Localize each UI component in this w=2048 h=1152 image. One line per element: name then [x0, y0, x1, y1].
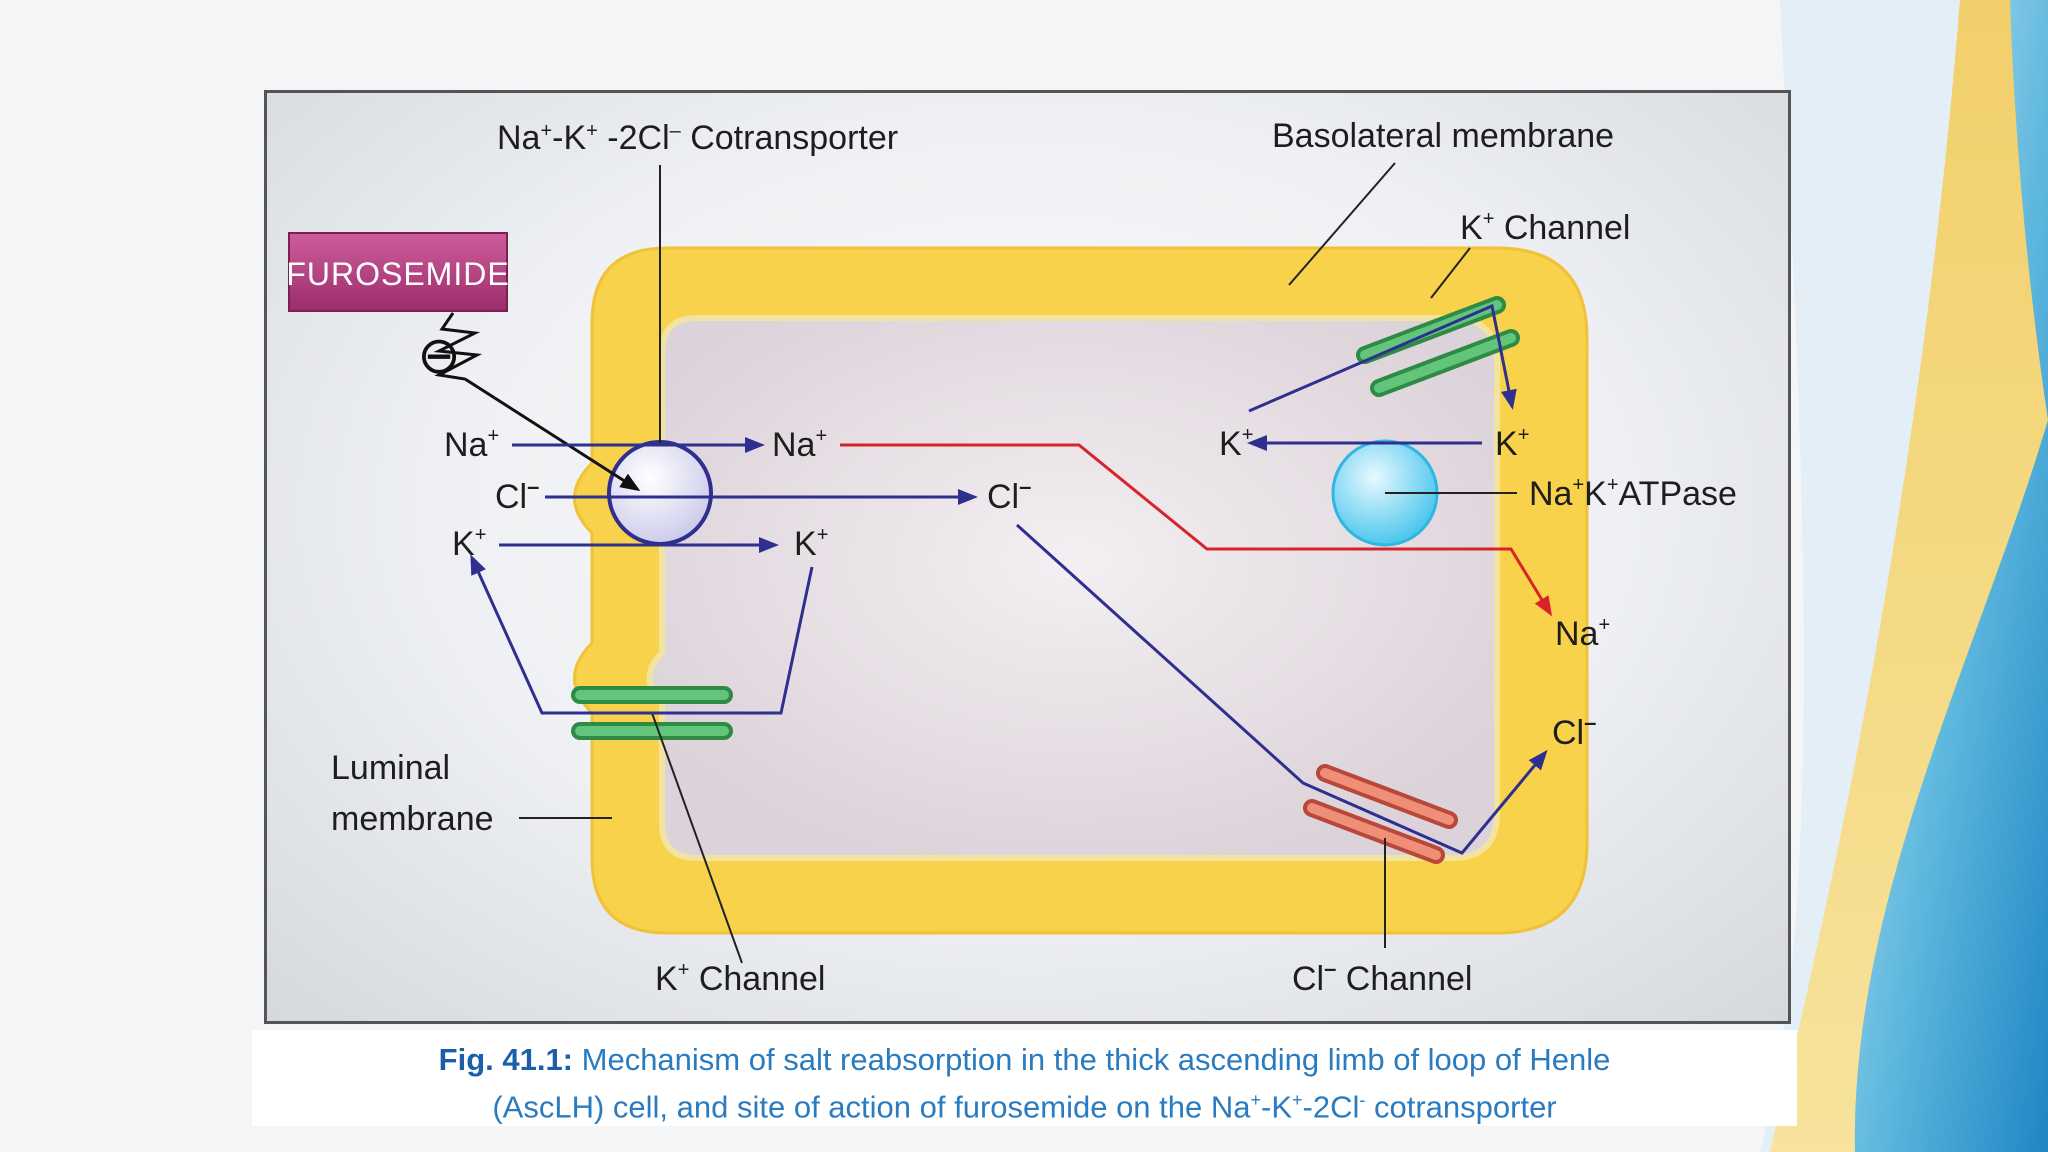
k-channel-bottom-label: K+ Channel: [655, 959, 825, 998]
k-channel-luminal: [571, 686, 733, 740]
na-k-2cl-cotransporter: [607, 440, 713, 546]
k-cell-label: K+: [794, 524, 828, 563]
luminal-membrane-label-line2: membrane: [331, 800, 494, 838]
k-in-label: K+: [452, 524, 486, 563]
basolateral-membrane-label: Basolateral membrane: [1272, 117, 1614, 155]
cl-exit-arrow: [1015, 523, 1548, 855]
furosemide-box: [288, 232, 508, 312]
leader-lines: [519, 162, 1517, 964]
na-cell-label: Na+: [772, 425, 827, 464]
cl-in-label: Cl–: [495, 474, 539, 516]
cotransporter-label: Na+-K+ -2Cl– Cotransporter: [497, 119, 898, 157]
k-channel-top-label: K+ Channel: [1460, 208, 1630, 247]
k-basolateral-recycle-arrow: [1248, 303, 1517, 413]
transport-diagram: FUROSEMIDE ⊖ Na+-K+ -2Cl– Cotransporter …: [286, 117, 1737, 998]
k-recycle-arrow: [470, 554, 814, 715]
na-exit-arrow: [840, 443, 1553, 617]
figure-number: Fig. 41.1:: [438, 1042, 574, 1077]
figure-caption: Fig. 41.1: Mechanism of salt reabsorptio…: [252, 1030, 1797, 1126]
k-pump-right-label: K+: [1495, 424, 1529, 463]
cl-cell-label: Cl–: [987, 474, 1031, 516]
cl-channel: [1303, 764, 1458, 864]
slide-wave-blue: [1854, 0, 2048, 1152]
caption-line-1: Fig. 41.1: Mechanism of salt reabsorptio…: [252, 1040, 1797, 1080]
blue-transport-arrows: [470, 303, 1548, 855]
furosemide-label: FUROSEMIDE: [286, 256, 509, 292]
luminal-membrane-label-line1: Luminal: [331, 749, 450, 787]
cl-out-label: Cl–: [1552, 710, 1596, 752]
na-in-label: Na+: [444, 425, 499, 464]
k-pump-left-label: K+: [1219, 424, 1253, 463]
cell-cytoplasm: [646, 315, 1500, 861]
cl-channel-label: Cl– Channel: [1292, 956, 1472, 998]
atpase-label: Na+K+ATPase: [1529, 474, 1737, 513]
caption-line1-text: Mechanism of salt reabsorption in the th…: [573, 1042, 1611, 1077]
figure-frame: FUROSEMIDE ⊖ Na+-K+ -2Cl– Cotransporter …: [264, 90, 1791, 1024]
na-out-label: Na+: [1555, 614, 1610, 653]
inhibition-minus-icon: ⊖: [417, 327, 461, 385]
caption-line-2: (AscLH) cell, and site of action of furo…: [492, 1089, 1557, 1125]
furosemide-inhibition-arrow: [433, 312, 641, 492]
